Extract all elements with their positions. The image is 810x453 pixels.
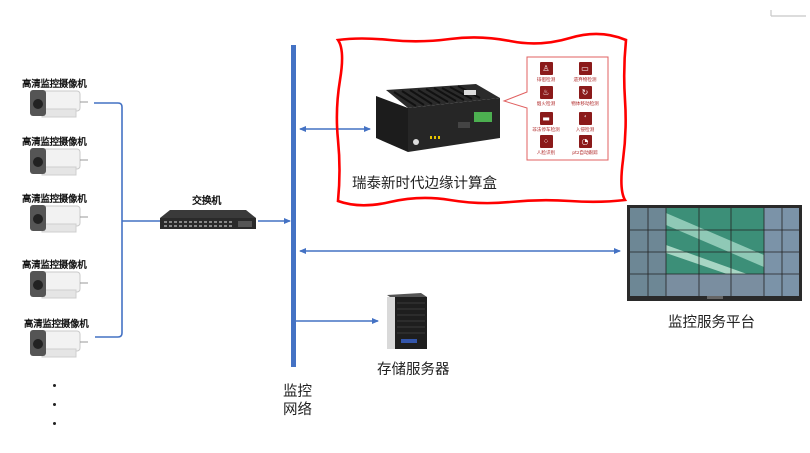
function-item: ▬ 非法停车检测 xyxy=(524,112,568,133)
function-label: 入侵检测 xyxy=(575,128,595,133)
function-bubble xyxy=(502,56,609,161)
camera-label: 高清监控摄像机 xyxy=(22,194,87,205)
function-list: ♙ 徘徊检测 ▭ 遗弃物检测 ♨ 烟火检测 ↻ 物体移动检测 ▬ 非法停车检测 … xyxy=(527,57,608,160)
platform-label: 监控服务平台 xyxy=(668,315,755,331)
function-item: ⁘ 人脸识别 xyxy=(524,135,568,156)
video-wall-icon xyxy=(627,205,802,301)
storage-server-icon xyxy=(387,293,427,349)
function-item: ꜗ 入侵检测 xyxy=(563,112,607,133)
function-item: ♨ 烟火检测 xyxy=(524,86,568,107)
corner-mark xyxy=(770,10,806,17)
intrusion-icon: ꜗ xyxy=(578,112,592,125)
camera-icon xyxy=(30,90,88,118)
function-item: ▭ 遗弃物检测 xyxy=(563,62,607,83)
camera-label: 高清监控摄像机 xyxy=(22,137,87,148)
function-label: ptz自动跟踪 xyxy=(572,151,598,156)
camera-icon xyxy=(30,205,88,233)
camera-label: 高清监控摄像机 xyxy=(24,319,89,330)
function-label: 非法停车检测 xyxy=(532,128,560,133)
camera-label: 高清监控摄像机 xyxy=(22,79,87,90)
storage-label: 存储服务器 xyxy=(377,362,450,378)
network-bus xyxy=(291,45,296,367)
ellipsis-dot xyxy=(53,403,56,406)
function-item: ↻ 物体移动检测 xyxy=(563,86,607,107)
edge-box-label: 瑞泰新时代边缘计算盒 xyxy=(352,176,497,192)
camera-icon xyxy=(30,271,88,299)
bag-icon: ▭ xyxy=(578,62,592,75)
camera-trunk-line xyxy=(94,102,123,338)
face-icon: ⁘ xyxy=(539,135,553,148)
network-label-line1: 监控 xyxy=(283,384,312,400)
function-item: ♙ 徘徊检测 xyxy=(524,62,568,83)
camera-icon xyxy=(30,148,88,176)
ellipsis-dot xyxy=(53,384,56,387)
function-label: 人脸识别 xyxy=(536,151,556,156)
function-label: 遗弃物检测 xyxy=(573,78,597,83)
person-icon: ♙ xyxy=(539,62,553,75)
car-icon: ▬ xyxy=(539,112,553,125)
edge-box-highlight-border xyxy=(335,32,628,207)
camera-label: 高清监控摄像机 xyxy=(22,260,87,271)
function-label: 物体移动检测 xyxy=(571,102,599,107)
function-item: ◔ ptz自动跟踪 xyxy=(563,135,607,156)
switch-label: 交换机 xyxy=(192,196,222,207)
network-switch-icon xyxy=(160,210,256,229)
network-label-line2: 网络 xyxy=(283,402,312,418)
ellipsis-dot xyxy=(53,422,56,425)
edge-computing-box-icon xyxy=(376,84,500,152)
network-label: 监控 网络 xyxy=(283,383,312,419)
function-label: 徘徊检测 xyxy=(536,78,556,83)
camera-icon xyxy=(30,330,88,358)
object-move-icon: ↻ xyxy=(578,86,592,99)
ptz-icon: ◔ xyxy=(578,135,592,148)
function-label: 烟火检测 xyxy=(536,102,556,107)
fire-icon: ♨ xyxy=(539,86,553,99)
